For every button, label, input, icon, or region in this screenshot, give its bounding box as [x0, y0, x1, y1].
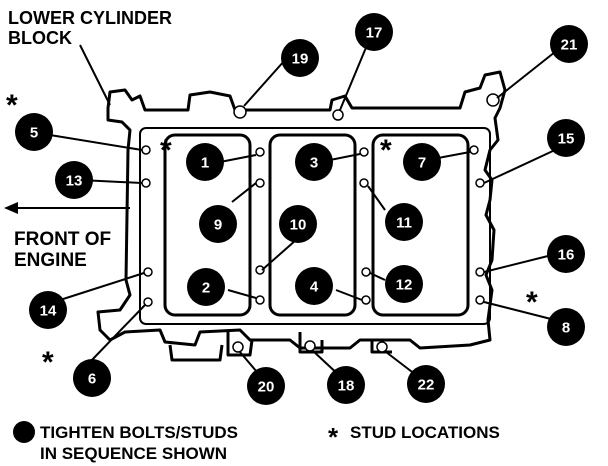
bolt-number-1: 1	[201, 155, 209, 172]
bolt-number-10: 10	[290, 217, 307, 234]
bolt-circle-12	[385, 265, 423, 303]
bolt-circle-22	[407, 365, 445, 403]
bay-right	[371, 133, 470, 317]
block-outline	[96, 70, 507, 350]
bolt-circle-17	[355, 13, 393, 51]
bolt-number-16: 16	[558, 247, 575, 264]
bay-center	[268, 133, 357, 317]
legend-bolt-icon	[13, 421, 35, 443]
tab-20	[226, 330, 254, 357]
stud-marker: *	[526, 286, 538, 319]
bolt-circle-11	[385, 203, 423, 241]
inner-frame	[139, 127, 491, 325]
bolt-circle-18	[327, 366, 365, 404]
tab-bottom-left	[168, 344, 224, 362]
bolt-number-5: 5	[30, 125, 38, 142]
bolt-number-8: 8	[562, 320, 570, 337]
bolt-number-21: 21	[561, 37, 578, 54]
bolt-number-11: 11	[396, 215, 412, 232]
bolt-circle-4	[295, 267, 333, 305]
bolt-circle-2	[187, 268, 225, 306]
bolt-circle-9	[199, 205, 237, 243]
bolt-circle-13	[55, 161, 93, 199]
block-label-line1: LOWER CYLINDER	[8, 8, 172, 28]
front-label-line1: FRONT OF	[14, 229, 111, 250]
bolt-circle-1	[186, 143, 224, 181]
legend-tighten-line1: TIGHTEN BOLTS/STUDS	[40, 423, 238, 442]
bolt-circle-3	[295, 143, 333, 181]
legend-stud-icon: *	[328, 422, 339, 452]
bolt-number-14: 14	[40, 303, 57, 320]
bolt-number-22: 22	[418, 377, 435, 394]
bolt-number-3: 3	[310, 155, 318, 172]
tab-18	[298, 332, 324, 354]
bolt-circle-16	[547, 235, 585, 273]
bolt-circle-10	[279, 205, 317, 243]
bolt-circle-7	[403, 143, 441, 181]
bolt-circle-5	[15, 113, 53, 151]
bolt-number-15: 15	[558, 131, 575, 148]
bolt-holes	[141, 93, 500, 353]
bolt-number-4: 4	[310, 279, 319, 296]
legend-tighten-line2: IN SEQUENCE SHOWN	[40, 444, 227, 463]
stud-marker: *	[42, 346, 54, 379]
bolt-number-17: 17	[366, 25, 383, 42]
block-label-line2: BLOCK	[8, 28, 72, 48]
bolt-circle-19	[281, 39, 319, 77]
bolt-number-12: 12	[396, 277, 413, 294]
bay-left	[163, 133, 252, 317]
bolt-number-7: 7	[418, 155, 426, 172]
bolt-number-13: 13	[66, 173, 83, 190]
bolt-circle-21	[550, 25, 588, 63]
stud-marker: *	[160, 134, 172, 167]
tab-22	[370, 340, 392, 354]
bolt-number-20: 20	[258, 379, 275, 396]
bolt-circle-8	[547, 308, 585, 346]
stud-marker: *	[380, 134, 392, 167]
bolt-circle-20	[247, 367, 285, 405]
bolt-number-9: 9	[214, 217, 222, 234]
bolt-number-18: 18	[338, 378, 355, 395]
bolt-circle-15	[547, 119, 585, 157]
legend-stud: STUD LOCATIONS	[350, 423, 500, 442]
bolt-number-19: 19	[292, 51, 309, 68]
stud-marker: *	[6, 89, 18, 122]
front-label-line2: ENGINE	[14, 250, 87, 271]
bolt-number-2: 2	[202, 280, 210, 297]
bolt-number-6: 6	[88, 371, 96, 388]
bolt-circle-6	[73, 359, 111, 397]
front-arrow-head-icon	[4, 202, 18, 214]
bolt-circle-14	[29, 291, 67, 329]
